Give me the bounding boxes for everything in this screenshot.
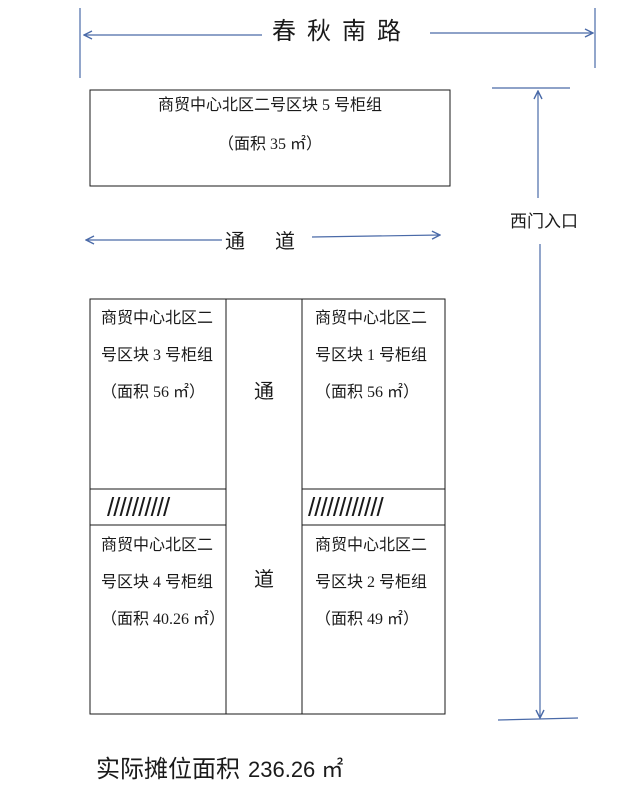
gate-bottom-tick — [497, 717, 579, 721]
block1-cell: 商贸中心北区二 号区块 1 号柜组 （面积 56 ㎡） — [315, 300, 427, 411]
block3-area: （面积 56 ㎡） — [101, 384, 206, 401]
hatch-left: ////////// — [107, 492, 170, 522]
block4-area: （面积 40.26 ㎡） — [101, 611, 226, 628]
block1-area: （面积 56 ㎡） — [315, 384, 420, 401]
block4-line2: 号区块 4 号柜组 — [101, 574, 214, 591]
corridor-label: 通道 — [225, 231, 325, 253]
block1-line2: 号区块 1 号柜组 — [315, 347, 428, 364]
grid-outline — [89, 298, 446, 715]
hatch-right: //////////// — [308, 492, 384, 522]
block1-line1: 商贸中心北区二 — [315, 310, 428, 327]
block4-line1: 商贸中心北区二 — [101, 537, 214, 554]
block2-area: （面积 49 ㎡） — [315, 611, 420, 628]
road-name: 春秋南路 — [272, 19, 412, 45]
block5-box — [89, 89, 451, 187]
total-area: 实际摊位面积 236.26 ㎡ — [96, 758, 343, 782]
west-gate-label: 西门入口 — [510, 212, 578, 231]
block2-cell: 商贸中心北区二 号区块 2 号柜组 （面积 49 ㎡） — [315, 527, 427, 638]
vertical-corridor-bottom: 道 — [254, 569, 274, 591]
vertical-corridor-top: 通 — [254, 381, 274, 403]
block5-name: 商贸中心北区二号区块 5 号柜组 — [157, 97, 382, 114]
block5-area: （面积 35 ㎡） — [217, 136, 322, 153]
total-value: 236.26 ㎡ — [248, 757, 344, 782]
corridor-arrow-right — [311, 235, 440, 237]
block3-cell: 商贸中心北区二 号区块 3 号柜组 （面积 56 ㎡） — [101, 300, 213, 411]
block3-line1: 商贸中心北区二 — [101, 310, 214, 327]
block2-line1: 商贸中心北区二 — [315, 537, 428, 554]
block4-cell: 商贸中心北区二 号区块 4 号柜组 （面积 40.26 ㎡） — [101, 527, 225, 638]
block2-line2: 号区块 2 号柜组 — [315, 574, 428, 591]
block3-line2: 号区块 3 号柜组 — [101, 347, 214, 364]
total-label: 实际摊位面积 — [96, 757, 240, 783]
